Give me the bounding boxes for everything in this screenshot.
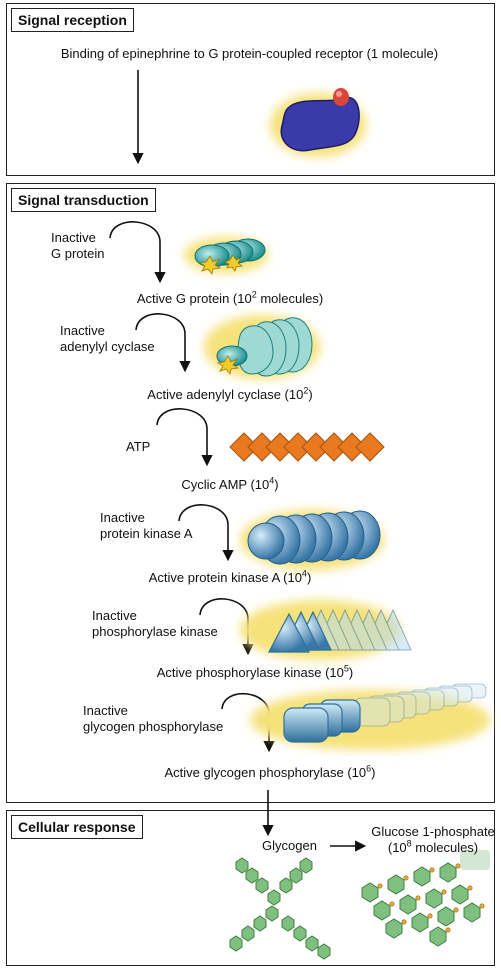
glycogen-label: Glycogen <box>262 838 317 853</box>
step6-output-label: Active glycogen phosphorylase (106) <box>164 763 376 780</box>
signal-reception-description: Binding of epinephrine to G protein-coup… <box>60 46 439 61</box>
glucose-phosphate-name: Glucose 1-phosphate <box>371 824 495 839</box>
step5-input-label: Inactive phosphorylase kinase <box>92 608 218 639</box>
step4-input-label: Inactive protein kinase A <box>100 510 193 541</box>
signal-reception-title: Signal reception <box>11 8 134 32</box>
step5-output-label: Active phosphorylase kinase (105) <box>156 663 354 680</box>
signal-transduction-title: Signal transduction <box>11 188 156 212</box>
glucose-phosphate-label: Glucose 1-phosphate (108 molecules) <box>366 824 500 856</box>
cellular-response-title: Cellular response <box>11 815 143 839</box>
step3-input-label: ATP <box>126 439 151 454</box>
signal-transduction-panel: Signal transduction <box>6 183 495 803</box>
glucose-phosphate-count: (108 molecules) <box>387 838 479 855</box>
step4-output-label: Active protein kinase A (104) <box>148 568 312 585</box>
step1-input-label: Inactive G protein <box>51 230 105 261</box>
signal-reception-panel: Signal reception Binding of epinephrine … <box>6 3 495 176</box>
step6-input-label: Inactive glycogen phosphorylase <box>83 703 224 734</box>
step1-output-label: Active G protein (102 molecules) <box>136 289 324 306</box>
step2-output-label: Active adenylyl cyclase (102) <box>147 385 313 402</box>
step2-input-label: Inactive adenylyl cyclase <box>60 323 155 354</box>
step3-output-label: Cyclic AMP (104) <box>181 475 279 492</box>
